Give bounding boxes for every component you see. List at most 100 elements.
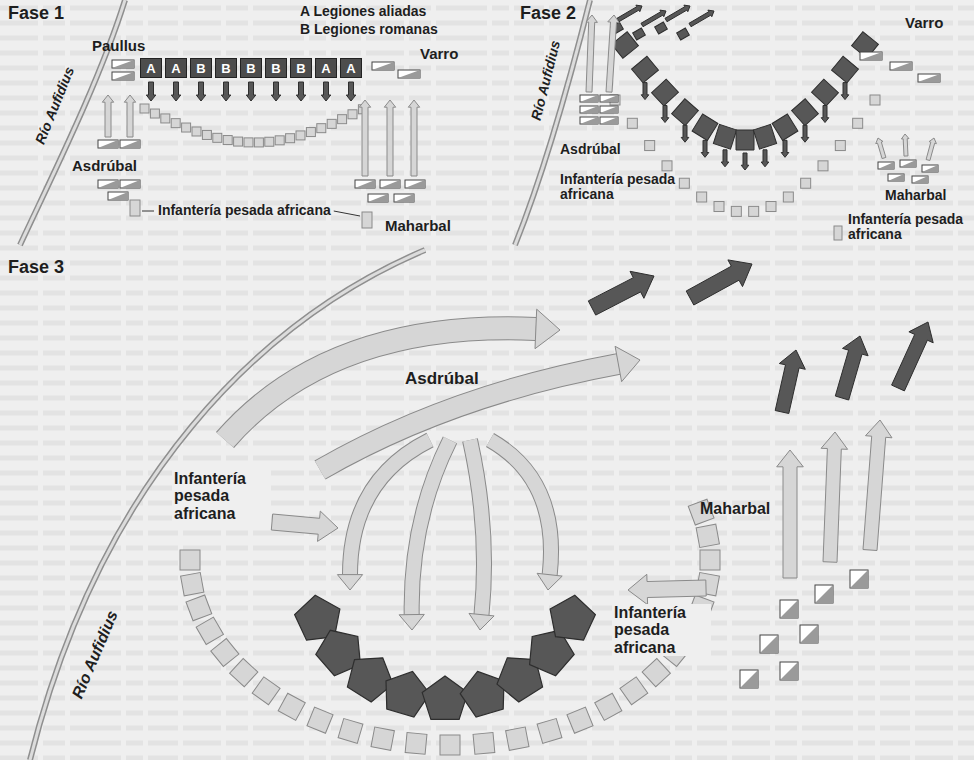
roman-unit [812,79,839,106]
cavalry-unit [394,194,414,202]
carthaginian-unit [140,104,149,113]
roman-unit [655,22,668,34]
movement-arrow [681,125,689,142]
movement-arrow [617,5,642,22]
movement-arrow [876,138,886,159]
cavalry-unit [120,180,140,188]
cavalry-unit [888,174,904,181]
movement-arrow [221,82,231,101]
map-label: Varro [905,15,943,31]
movement-arrow [926,138,936,161]
cavalry-unit [918,74,940,82]
movement-arrow [606,15,619,92]
map-label: Paullus [92,38,145,54]
cavalry-unit [600,95,618,102]
carthaginian-unit [645,141,655,151]
carthaginian-unit [234,137,243,146]
roman-unit [633,28,646,40]
carthaginian-unit [700,550,720,570]
movement-arrow [586,15,597,92]
movement-arrow [686,260,752,305]
cavalry-unit [355,180,375,188]
cavalry-unit [112,72,134,80]
movement-arrow [171,82,181,101]
movement-arrow [359,100,370,176]
movement-arrow [399,614,424,630]
carthaginian-unit [567,707,593,733]
movement-arrow [225,328,536,440]
cavalry-unit [740,670,758,688]
movement-arrow [661,106,669,123]
carthaginian-unit [697,192,707,202]
cavalry-unit [120,140,140,148]
movement-arrow [761,150,769,167]
carthaginian-unit [202,130,211,139]
carthaginian-unit [338,718,363,743]
cavalry-unit [860,52,882,60]
cavalry-unit [800,625,818,643]
cavalry-unit [372,62,394,70]
cavalry-unit [112,60,134,68]
carthaginian-unit [244,138,253,147]
movement-arrow [271,511,338,541]
carthaginian-unit [192,127,201,136]
carthaginian-unit [338,115,347,124]
map-label: Maharbal [885,188,946,203]
carthaginian-unit [265,137,274,146]
movement-arrow [701,140,709,157]
carthaginian-unit [180,550,200,570]
roman-unit [832,56,859,83]
movement-arrow [296,82,306,101]
cavalry-unit [888,174,904,181]
carthaginian-unit [627,118,637,128]
cavalry-unit [760,635,778,653]
carthaginian-unit [230,658,258,686]
movement-arrow [777,450,804,578]
map-label: Asdrúbal [560,142,621,157]
map-label: Infantería pesada africana [560,172,690,202]
cavalry-unit [912,176,928,183]
cavalry-unit [380,180,400,188]
cavalry-unit [580,117,598,124]
cavalry-unit [98,140,118,148]
cavalry-unit [398,70,420,78]
movement-arrow [490,440,551,575]
cavalry-unit [815,585,833,603]
legion-letter: B [271,61,280,76]
cavalry-unit [860,52,882,60]
movement-arrow [901,134,909,156]
river-line [515,0,590,245]
carthaginian-unit [278,693,305,720]
cavalry-unit [600,106,618,113]
movement-arrow [470,440,484,615]
carthaginian-unit [348,110,357,119]
roman-unit [677,28,690,40]
movement-arrow [537,573,562,590]
map-label: Infantería pesada africana [158,203,331,218]
carthaginian-unit [211,638,239,666]
legion-block: B [240,58,262,78]
map-label: A Legiones aliadas [300,4,426,19]
cavalry-unit [405,180,425,188]
cavalry-unit [850,570,868,588]
roman-unit [753,124,776,149]
carthaginian-unit [506,727,529,750]
cavalry-unit [112,60,134,68]
cavalry-unit [380,180,400,188]
cavalry-unit [780,662,798,680]
cavalry-unit [850,570,868,588]
movement-arrow [412,440,450,615]
cavalry-unit [740,670,758,688]
carthaginian-unit [171,119,180,128]
movement-arrow [689,10,714,27]
river-line [20,0,125,245]
carthaginian-unit [307,707,333,733]
legion-letter: A [321,61,330,76]
legion-block: B [215,58,237,78]
cavalry-unit [780,600,798,618]
movement-arrow [821,106,829,123]
cavalry-unit [580,117,598,124]
movement-arrow [124,95,135,137]
carthaginian-unit [662,161,672,171]
